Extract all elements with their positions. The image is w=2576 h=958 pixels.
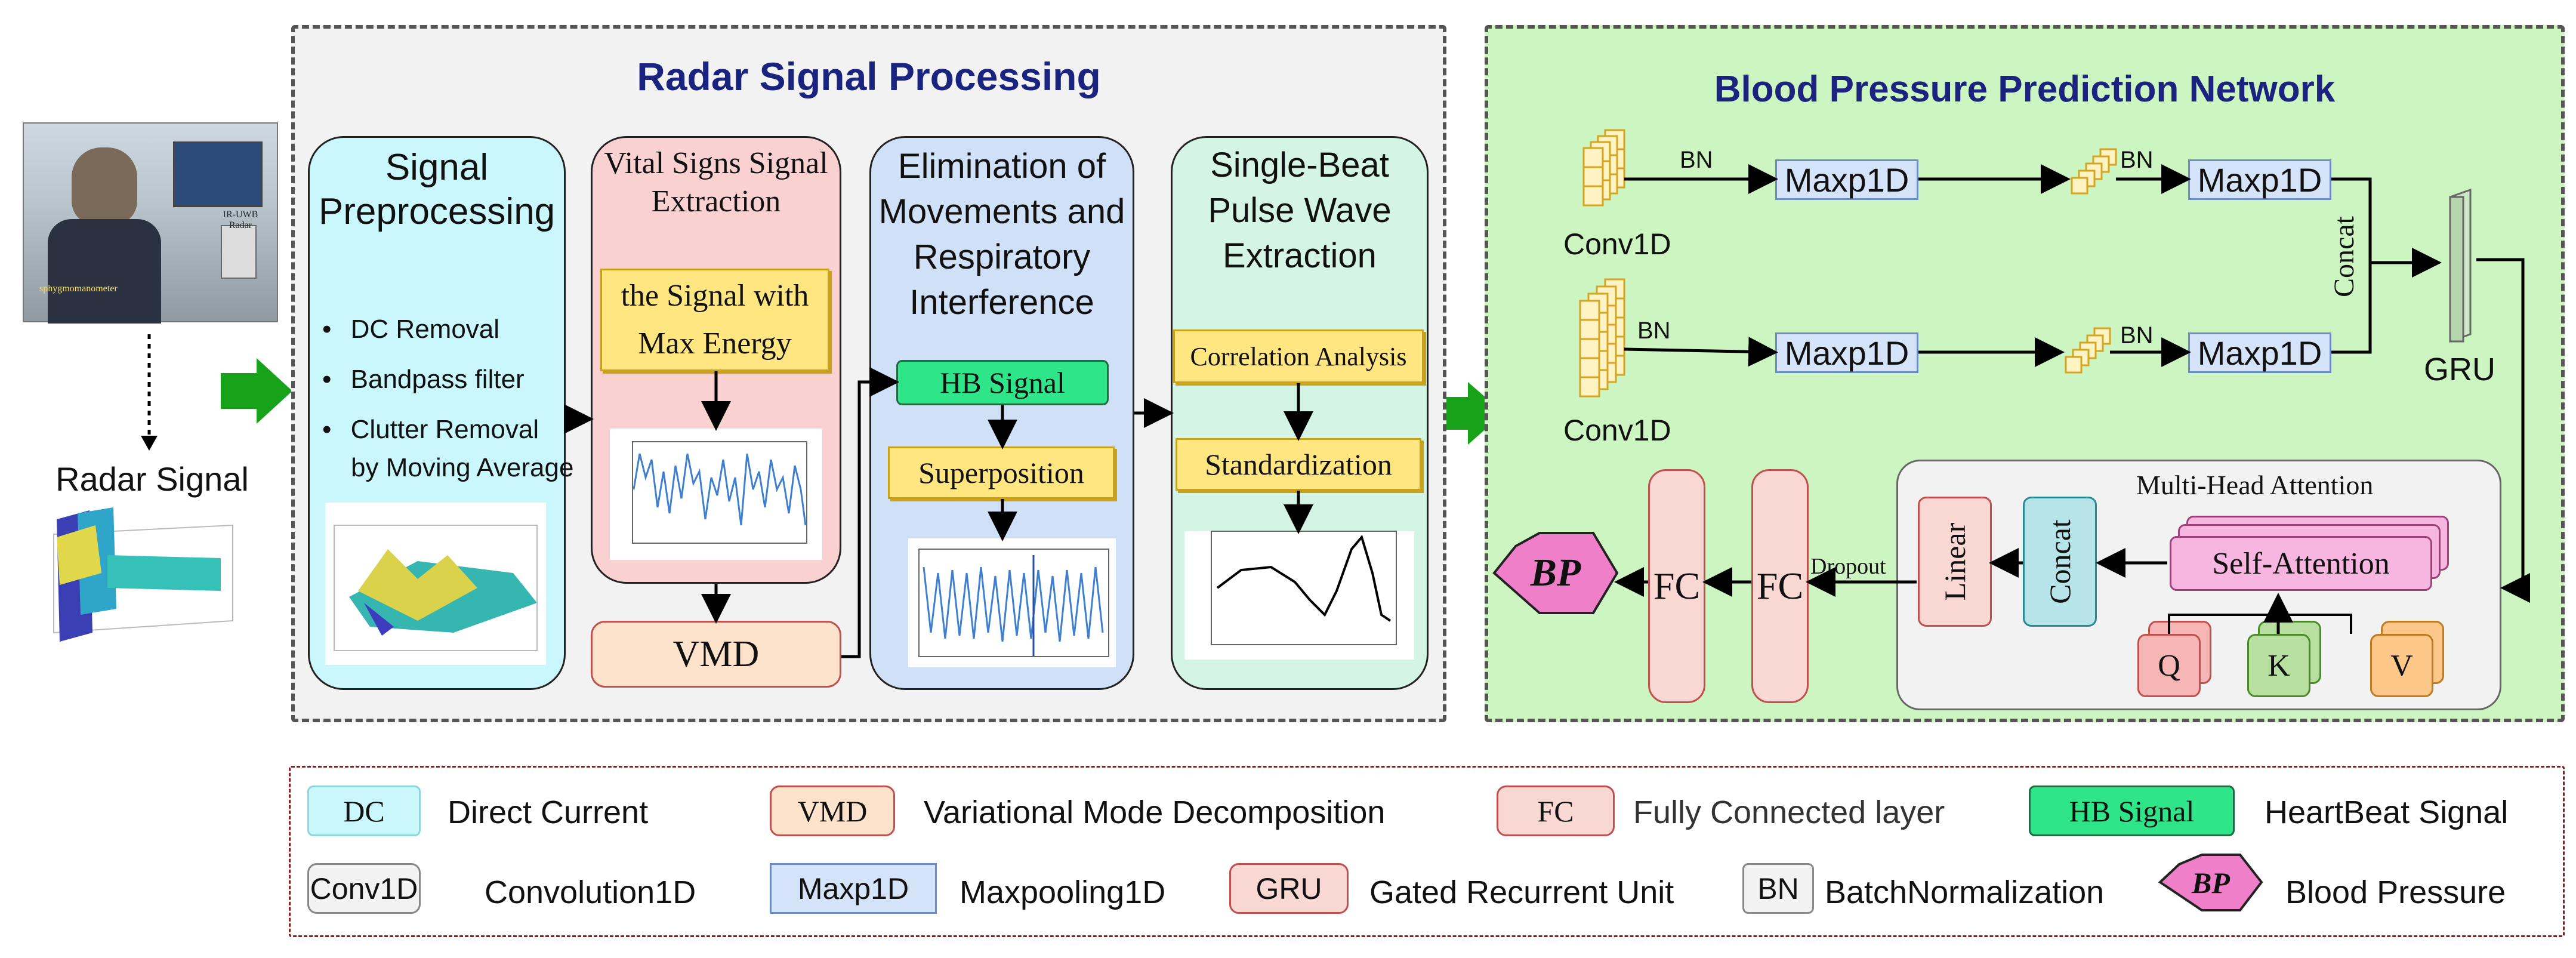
head-silhouette [72,147,137,225]
preprocessing-title: Signal Preprocessing [318,147,556,232]
preprocessing-surface [334,525,538,651]
conv2-label: Conv1D [1563,414,1671,447]
bn-label: BN [2120,322,2154,349]
legend [289,766,2565,937]
list-item: • Bandpass filter [322,365,525,394]
photo-label: sphygmomanometer [39,284,118,294]
processing-title: Radar Signal Processing [637,54,1101,98]
elimination-title: Elimination of Movements and Respiratory… [878,147,1125,322]
self-attention-box: Self-Attention [2170,536,2432,591]
conv1d-stack-2 [1579,278,1625,398]
vmd-box: VMD [591,621,841,688]
legend-key-gru: GRU [1229,863,1349,914]
legend-desc: Convolution1D [485,874,696,910]
correlation-box: Correlation Analysis [1173,329,1424,383]
monitor-screen [173,141,263,207]
pulse-waveform [1216,534,1392,622]
bn-label: BN [1637,318,1671,344]
bn-label: BN [2120,147,2154,173]
superposition-box: Superposition [888,446,1115,499]
standardization-box: Standardization [1176,438,1421,491]
maxpool-block: Maxp1D [1775,159,1918,200]
subject-photo: sphygmomanometer IR-UWB Radar [23,122,278,324]
legend-desc: Fully Connected layer [1633,794,1945,830]
k-box: K [2247,634,2310,697]
mha-concat-box: Concat [2023,497,2097,627]
legend-desc: HeartBeat Signal [2265,794,2509,830]
preprocessing-list: • DC Removal • Bandpass filter • Clutter… [322,304,573,493]
singlebeat-title: Single-Beat Pulse Wave Extraction [1208,146,1392,275]
legend-desc: Maxpooling1D [960,874,1166,910]
list-item: • Clutter Removal [322,415,539,444]
list-item-continuation: by Moving Average [351,453,574,482]
legend-desc: Blood Pressure [2285,874,2506,910]
maxpool-block: Maxp1D [2188,159,2331,200]
legend-desc: Variational Mode Decomposition [924,794,1386,830]
legend-key-dc: DC [307,786,421,836]
radar-device [221,225,257,279]
legend-desc: Gated Recurrent Unit [1369,874,1674,910]
linear-box: Linear [1918,497,1992,627]
legend-key-hb: HB Signal [2029,786,2235,836]
body-silhouette [48,219,161,324]
v-box: V [2370,634,2433,697]
radar-signal-label: Radar Signal [55,460,249,498]
bn-label: BN [1680,147,1713,173]
mha-title: Multi-Head Attention [2136,470,2374,500]
legend-key-fc: FC [1497,786,1615,836]
conv1-label: Conv1D [1563,227,1671,261]
radar-label: IR-UWB Radar [223,210,258,230]
network-title: Blood Pressure Prediction Network [1714,69,2336,110]
legend-desc: BatchNormalization [1825,874,2105,910]
maxpool-block: Maxp1D [2188,332,2331,373]
gru-block [2449,188,2472,343]
legend-desc: Direct Current [448,794,649,830]
singlebeat-plot [1184,531,1414,660]
fc-layer: FC [1648,469,1705,703]
maxpool-block: Maxp1D [1775,332,1918,373]
hb-signal-box: HB Signal [896,360,1109,405]
bp-label: BP [1530,551,1581,594]
radar-surface-plot [53,507,233,642]
legend-key-conv1d: Conv1D [307,863,421,914]
legend-key-maxp: Maxp1D [770,863,937,914]
vital-waveform [633,453,807,526]
bp-hexagon [1492,532,1619,614]
max-energy-box: the Signal with Max Energy [600,269,829,371]
vital-title: Vital Signs Signal Extraction [604,146,828,218]
legend-key-vmd: VMD [770,786,895,836]
gru-label: GRU [2424,352,2495,387]
elimination-plot [908,538,1116,667]
q-box: Q [2137,634,2201,697]
legend-key-bp: BP [2192,865,2230,900]
legend-key-bn: BN [1742,863,1814,914]
small-stack-2 [2065,327,2111,374]
hb-waveform [923,566,1104,642]
conv1d-stack-1 [1582,129,1625,207]
small-stack-1 [2071,148,2117,195]
list-item: • DC Removal [322,315,500,344]
